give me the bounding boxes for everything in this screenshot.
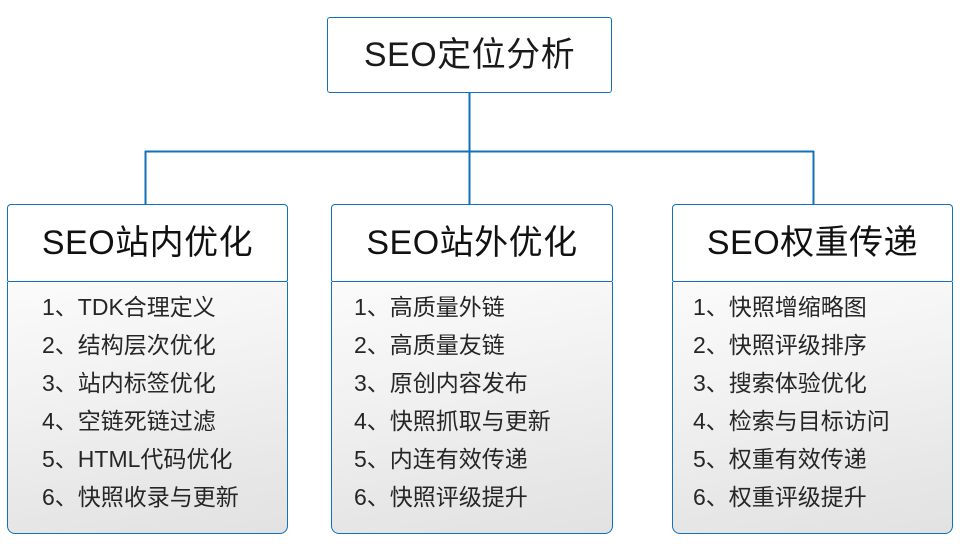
- list-item: 2、结构层次优化: [42, 332, 216, 358]
- branch-body-1: 1、TDK合理定义 2、结构层次优化 3、站内标签优化 4、空链死链过滤 5、H…: [7, 282, 288, 534]
- list-item: 4、快照抓取与更新: [354, 408, 551, 434]
- branch-body-3: 1、快照增缩略图 2、快照评级排序 3、搜索体验优化 4、检索与目标访问 5、权…: [672, 282, 953, 534]
- branch-title-2: SEO站外优化: [366, 224, 578, 262]
- branch-column-3: SEO权重传递 1、快照增缩略图 2、快照评级排序 3、搜索体验优化 4、检索与…: [672, 204, 953, 534]
- list-item: 1、TDK合理定义: [42, 294, 216, 320]
- list-item: 5、权重有效传递: [693, 446, 867, 472]
- root-node-label: SEO定位分析: [363, 36, 576, 74]
- branch-header-1[interactable]: SEO站内优化: [7, 204, 288, 282]
- list-item: 3、搜索体验优化: [693, 370, 867, 396]
- list-item: 1、高质量外链: [354, 294, 505, 320]
- branch-column-2: SEO站外优化 1、高质量外链 2、高质量友链 3、原创内容发布 4、快照抓取与…: [331, 204, 613, 534]
- list-item: 1、快照增缩略图: [693, 294, 867, 320]
- list-item: 5、HTML代码优化: [42, 446, 233, 472]
- list-item: 6、权重评级提升: [693, 484, 867, 510]
- branch-header-3[interactable]: SEO权重传递: [672, 204, 953, 282]
- list-item: 5、内连有效传递: [354, 446, 528, 472]
- branch-title-3: SEO权重传递: [706, 224, 919, 262]
- branch-title-1: SEO站内优化: [41, 224, 254, 262]
- list-item: 3、原创内容发布: [354, 370, 528, 396]
- branch-column-1: SEO站内优化 1、TDK合理定义 2、结构层次优化 3、站内标签优化 4、空链…: [7, 204, 288, 534]
- branch-header-2[interactable]: SEO站外优化: [331, 204, 613, 282]
- list-item: 6、快照收录与更新: [42, 484, 239, 510]
- list-item: 3、站内标签优化: [42, 370, 216, 396]
- root-node[interactable]: SEO定位分析: [327, 17, 612, 93]
- list-item: 2、高质量友链: [354, 332, 505, 358]
- branch-body-2: 1、高质量外链 2、高质量友链 3、原创内容发布 4、快照抓取与更新 5、内连有…: [331, 282, 613, 534]
- list-item: 4、空链死链过滤: [42, 408, 216, 434]
- list-item: 4、检索与目标访问: [693, 408, 890, 434]
- list-item: 2、快照评级排序: [693, 332, 867, 358]
- list-item: 6、快照评级提升: [354, 484, 528, 510]
